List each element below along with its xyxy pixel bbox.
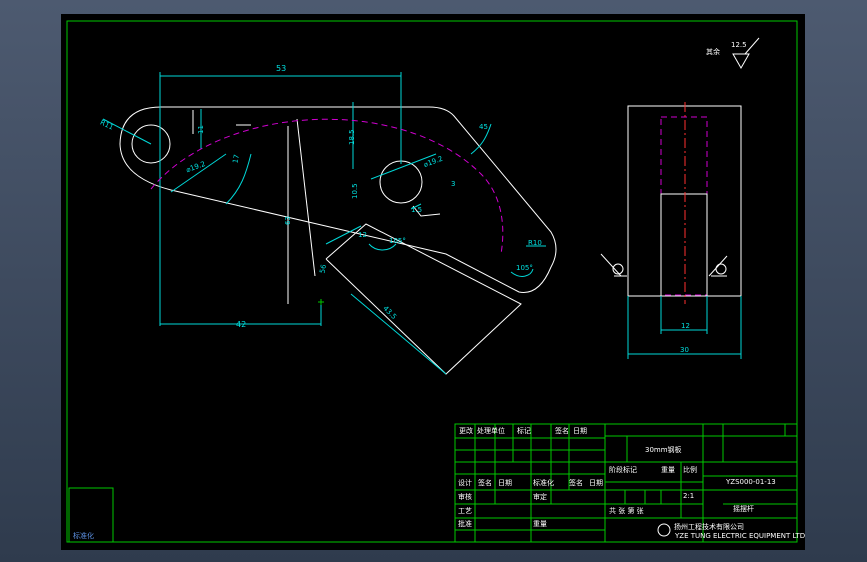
swing-arc: [150, 118, 504, 255]
tb-std-sign: 签名: [569, 478, 583, 487]
dim-11: 11: [197, 125, 205, 134]
dim-18-5: 18.5: [348, 129, 356, 145]
tb-header-mark: 标记: [517, 426, 531, 435]
dim-r10: R10: [528, 239, 542, 247]
tb-std-date: 日期: [589, 479, 603, 487]
roughness-symbol: [732, 37, 760, 70]
tb-company-en: YZE TUNG ELECTRIC EQUIPMENT LTD.: [674, 532, 805, 540]
dim-d19-2-left: ⌀19.2: [185, 160, 206, 174]
tb-std: 标准化: [533, 478, 554, 487]
title-block: 更改 处理单位 标记 签名 日期 30mm钢板 设计 签名 日期 标准化 签名 …: [454, 423, 805, 543]
dim-3: 3: [451, 180, 455, 188]
dim-42: 42: [236, 320, 246, 329]
tb-scale-label: 比例: [683, 465, 697, 474]
tb-header-sign: 签名: [555, 426, 569, 435]
dim-43-5: 43.5: [381, 304, 398, 321]
tb-design-date: 日期: [498, 479, 512, 487]
tb-scale: 2:1: [683, 492, 694, 500]
tb-header-unit: 处理单位: [477, 426, 505, 435]
tb-weight-label: 重量: [533, 520, 547, 528]
dim-105-a: 105°: [389, 237, 406, 245]
tb-design-sign: 签名: [478, 478, 492, 487]
dim-10-5: 10.5: [351, 183, 359, 199]
left-hole: [131, 124, 171, 164]
roughness-value: 12.5: [731, 41, 747, 49]
tb-header-date: 日期: [573, 427, 587, 435]
dim-105-b: 105°: [516, 264, 533, 272]
tb-check: 审核: [458, 492, 472, 501]
side-dim-12: 12: [681, 322, 690, 330]
corner-stamp-box: [68, 487, 114, 543]
company-logo-icon: [657, 523, 671, 537]
side-view: 12 30 其余 12.5: [600, 37, 760, 359]
tb-approve: 批准: [458, 519, 472, 528]
hidden-slot: [660, 116, 708, 296]
dim-56: 56: [319, 263, 329, 274]
tb-weight-col: 重量: [661, 466, 675, 474]
dim-53: 53: [276, 64, 286, 73]
sheet-border: [66, 20, 798, 543]
roughness-label: 其余: [706, 47, 720, 56]
dim-r11: R11: [99, 118, 115, 131]
tb-header-change: 更改: [459, 426, 473, 435]
dim-63: 63: [284, 216, 292, 225]
tb-company: 扬州工程技术有限公司: [674, 522, 744, 531]
tb-part-name: 摇摆杆: [733, 504, 754, 513]
corner-stamp: 标准化: [73, 531, 94, 540]
dim-1-5: 1.5: [411, 206, 422, 214]
drawing-canvas: 53 42 R11 ⌀19.2 ⌀19.2 11 18.5 17 10.5 3 …: [66, 20, 805, 543]
part-outline: [119, 106, 557, 293]
dim-d19-2-right: ⌀19.2: [423, 155, 444, 169]
dim-45: 45: [479, 123, 488, 131]
tb-drawing-no: YZS000-01-13: [725, 478, 776, 486]
tb-review: 审定: [533, 492, 547, 501]
tb-process: 工艺: [458, 507, 472, 515]
tb-material: 30mm钢板: [645, 445, 682, 454]
tb-stage-label: 阶段标记: [609, 465, 637, 474]
tb-sheet: 共 张 第 张: [609, 506, 644, 515]
side-dim-30: 30: [680, 346, 689, 354]
dim-12: 12: [358, 231, 367, 239]
dim-17: 17: [232, 154, 241, 164]
slot-lower: [660, 193, 708, 297]
lower-part: [325, 223, 522, 375]
front-view: 53 42 R11 ⌀19.2 ⌀19.2 11 18.5 17 10.5 3 …: [99, 64, 557, 375]
drawing-sheet: 53 42 R11 ⌀19.2 ⌀19.2 11 18.5 17 10.5 3 …: [61, 14, 805, 550]
tb-design: 设计: [458, 478, 472, 487]
